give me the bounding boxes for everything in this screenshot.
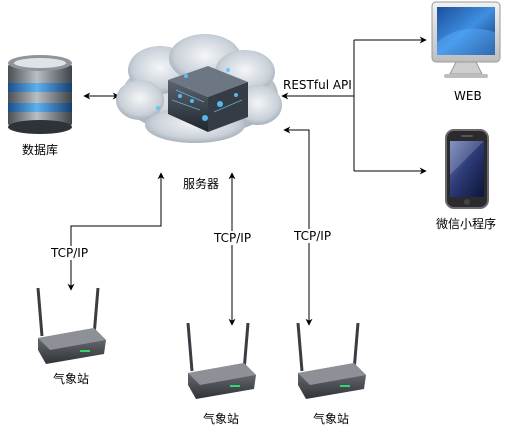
edge-server-clients xyxy=(281,36,427,175)
router-icon xyxy=(296,322,366,399)
tcp-ip-label-2: TCP/IP xyxy=(213,231,253,245)
database-label: 数据库 xyxy=(22,143,59,157)
server-label: 服务器 xyxy=(183,177,220,191)
miniprogram-label: 微信小程序 xyxy=(436,217,497,231)
router-icon xyxy=(36,287,106,364)
edge-station-1-server xyxy=(67,172,165,291)
station-3-label: 气象站 xyxy=(313,412,350,426)
station-2-label: 气象站 xyxy=(203,412,240,426)
station-1-label: 气象站 xyxy=(53,372,90,386)
server-cloud-icon xyxy=(116,34,282,143)
database-icon xyxy=(8,55,72,134)
edge-station-3-server xyxy=(283,126,313,326)
monitor-icon xyxy=(431,1,501,78)
restful-api-label: RESTful API xyxy=(282,78,353,92)
tcp-ip-label-1: TCP/IP xyxy=(50,246,90,260)
web-label: WEB xyxy=(454,89,482,103)
tcp-ip-label-3: TCP/IP xyxy=(293,229,333,243)
router-icon xyxy=(186,322,256,399)
phone-icon xyxy=(445,129,489,209)
